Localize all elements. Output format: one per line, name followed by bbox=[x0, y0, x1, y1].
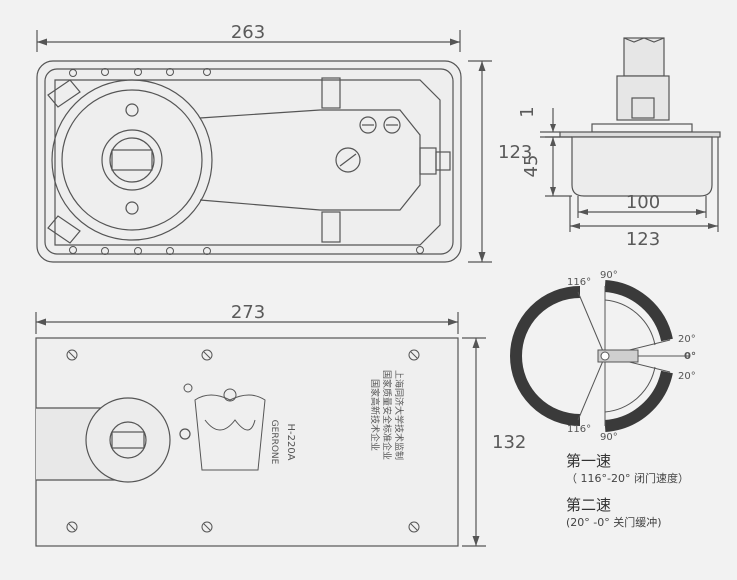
angle-90-top: 90° bbox=[600, 270, 618, 281]
second-speed-title: 第二速 bbox=[566, 496, 611, 514]
side-flange bbox=[591, 123, 693, 133]
angle-116-top: 116° bbox=[567, 277, 591, 288]
cover-spindle-slot bbox=[111, 431, 145, 449]
dimension-side-inner bbox=[577, 196, 707, 218]
body-inner-rim bbox=[44, 68, 454, 255]
angle-20-bottom: 20° bbox=[678, 371, 696, 382]
cover-text-3: 上海同济大学技术监制 bbox=[393, 370, 405, 460]
side-top-plate bbox=[559, 131, 721, 138]
dim-label-123-right: 123 bbox=[626, 229, 660, 250]
spindle-ring bbox=[101, 129, 163, 191]
dim-label-100: 100 bbox=[626, 192, 660, 213]
angle-0: 0° bbox=[684, 351, 696, 362]
spindle bbox=[109, 137, 155, 183]
cover-text-1: 国家高新技术企业 bbox=[369, 379, 381, 451]
angle-20-top: 20° bbox=[678, 334, 696, 345]
cover-text-2: 国家质量安全标准企业 bbox=[381, 370, 393, 460]
dim-label-45: 45 bbox=[521, 155, 542, 178]
pivot-point bbox=[600, 351, 610, 361]
dim-label-132: 132 bbox=[492, 432, 526, 453]
arc-first-speed-top bbox=[604, 280, 673, 342]
arc-first-speed-bottom bbox=[604, 370, 673, 432]
first-speed-title: 第一速 bbox=[566, 452, 611, 470]
dimension-cover-width bbox=[35, 312, 459, 334]
angle-90-bottom: 90° bbox=[600, 432, 618, 443]
adjust-screw-1 bbox=[359, 116, 377, 134]
valve-cap bbox=[435, 151, 451, 171]
cam-hole-top bbox=[125, 103, 139, 117]
spindle-slot bbox=[111, 149, 153, 171]
first-speed-desc: （ 116°-20° 闭门速度） bbox=[566, 471, 689, 485]
adjust-screw-2 bbox=[383, 116, 401, 134]
dim-label-123-left: 123 bbox=[498, 142, 532, 163]
dimension-side-thickness bbox=[540, 108, 560, 138]
dimension-top-height bbox=[468, 60, 492, 263]
arc-first-speed-left bbox=[510, 286, 581, 426]
dimension-side-depth bbox=[545, 136, 572, 197]
dimension-top-width bbox=[36, 30, 461, 52]
cover-model: H-220A bbox=[285, 423, 296, 460]
body-outer-plate bbox=[36, 60, 462, 263]
top-view bbox=[36, 30, 492, 263]
cover-spindle-ring bbox=[85, 397, 171, 483]
cam-hole-bottom bbox=[125, 201, 139, 215]
angle-diagram bbox=[510, 280, 690, 432]
side-spindle-post bbox=[623, 37, 665, 77]
cover-brand: GERRONE bbox=[269, 420, 279, 465]
inner-housing bbox=[54, 79, 441, 246]
side-view bbox=[540, 37, 721, 232]
cam-housing-inner bbox=[61, 89, 203, 231]
cover-screws bbox=[66, 349, 420, 533]
side-spindle-block bbox=[631, 97, 655, 119]
piston-cap-top bbox=[321, 77, 341, 109]
main-adjust-screw bbox=[335, 147, 361, 173]
dim-label-273: 273 bbox=[231, 302, 265, 323]
cover-view bbox=[35, 312, 486, 547]
cover-small-hole bbox=[179, 428, 191, 440]
dim-label-1: 1 bbox=[517, 106, 538, 117]
crown-logo bbox=[183, 383, 266, 471]
angle-116-bottom: 116° bbox=[567, 424, 591, 435]
cover-spindle bbox=[109, 421, 147, 459]
mounting-holes-top bbox=[69, 68, 424, 255]
side-body bbox=[571, 136, 713, 197]
dimension-side-outer bbox=[569, 137, 719, 232]
dim-label-263: 263 bbox=[231, 22, 265, 43]
cam-housing-outer bbox=[51, 79, 213, 241]
dimension-cover-height bbox=[462, 337, 486, 547]
piston-cap-bottom bbox=[321, 211, 341, 243]
second-speed-desc: (20° -0° 关门缓冲) bbox=[566, 515, 662, 529]
